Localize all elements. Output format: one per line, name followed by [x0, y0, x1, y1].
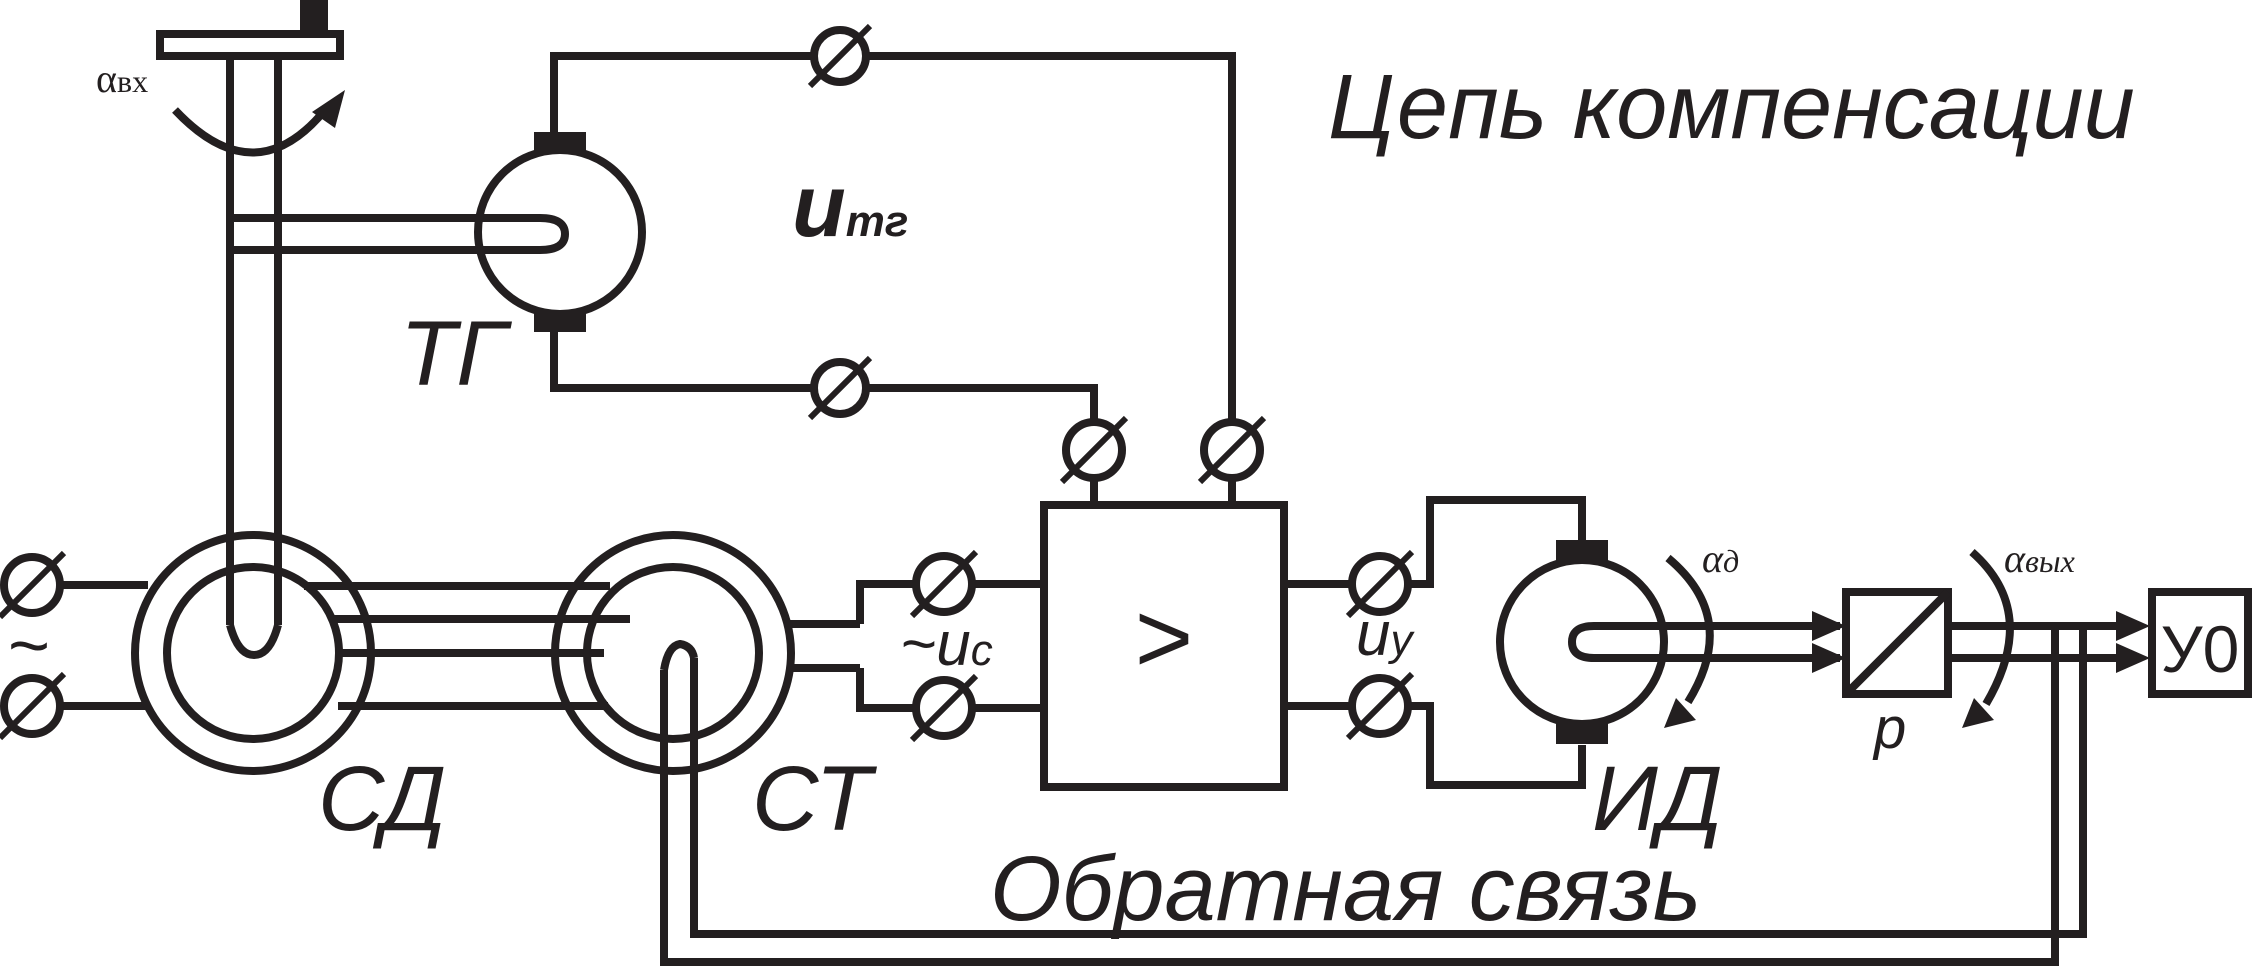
terminal-uy-top: [1345, 549, 1415, 619]
uc-tilde: ~: [900, 610, 936, 679]
input-rotation-arrow: [172, 90, 345, 157]
terminal-uc-bottom: [909, 673, 979, 743]
motor-output-shaft: [1567, 611, 1846, 673]
sd-st-link-wires: [304, 582, 630, 710]
terminal-ac-top: [0, 550, 67, 620]
alpha-out-subscript: вых: [2025, 543, 2075, 579]
output-shaft: [1948, 611, 2150, 673]
alpha-d-subscript: д: [1723, 543, 1739, 579]
compensation-circuit-label: Цепь компенсации: [1328, 56, 2135, 158]
uc-voltage-symbol: u: [936, 610, 970, 679]
executive-motor-label: ИД: [1592, 748, 1723, 850]
uy-voltage-label: uy: [1356, 600, 1415, 669]
uc-voltage-subscript: c: [971, 626, 993, 675]
terminal-uc-top: [909, 549, 979, 619]
alpha-in-symbol: α: [96, 56, 117, 101]
amplifier-symbol: >: [1135, 582, 1193, 694]
output-device-block: [2148, 588, 2252, 698]
synchro-receiver-st: [551, 531, 795, 775]
amplifier-block: [1040, 501, 1288, 791]
uy-voltage-subscript: y: [1387, 616, 1415, 665]
tg-voltage-symbol: u: [792, 156, 846, 255]
terminal-uy-bottom: [1345, 671, 1415, 741]
tg-voltage-subscript: тг: [846, 197, 909, 246]
st-output-wiring: [790, 580, 1040, 712]
feedback-label: Обратная связь: [990, 838, 1701, 940]
reducer-block: [1842, 588, 1952, 698]
reducer-label: p: [1872, 696, 1906, 761]
feedback-shaft: [660, 626, 2087, 966]
input-handwheel: [156, 0, 344, 60]
ac-supply-wiring: [60, 581, 148, 710]
terminal-amp-in-right: [1197, 415, 1267, 485]
terminal-amp-in-left: [1059, 415, 1129, 485]
uy-voltage-symbol: u: [1356, 600, 1390, 669]
synchro-transmitter-label: СД: [318, 748, 446, 850]
terminal-tg-top: [807, 23, 873, 89]
alpha-in-subscript: вх: [117, 63, 148, 99]
executive-motor-id: [1496, 540, 1668, 744]
terminal-tg-bottom: [807, 355, 873, 421]
tg-shaft: [230, 214, 570, 254]
synchro-receiver-label: СТ: [752, 748, 877, 850]
terminal-ac-bottom: [0, 671, 67, 741]
alpha-out-label: αвых: [2004, 536, 2075, 581]
ac-tilde-label: ~: [8, 606, 50, 686]
tachogenerator-tg: [474, 132, 646, 332]
output-rotation-arrow: [1962, 549, 2014, 728]
alpha-in-label: αвх: [96, 56, 148, 101]
alpha-d-symbol: α: [1702, 536, 1724, 581]
alpha-out-symbol: α: [2004, 536, 2026, 581]
uc-voltage-label: ~uc: [900, 610, 993, 679]
alpha-d-label: αд: [1702, 536, 1739, 581]
output-device-label: У0: [2161, 612, 2240, 686]
motor-rotation-arrow: [1664, 554, 1714, 728]
amp-output-wiring: [1284, 496, 1586, 789]
tg-voltage-label: uтг: [792, 156, 908, 255]
tachogenerator-label: ТГ: [400, 303, 512, 405]
